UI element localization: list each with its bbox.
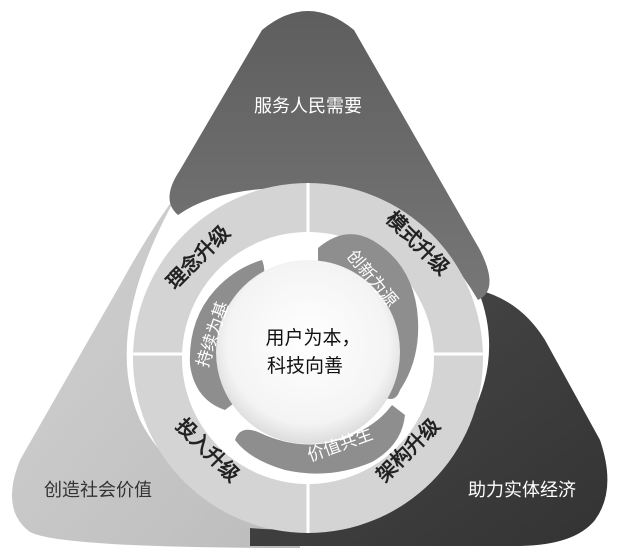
inner-arc-bottom	[235, 405, 405, 474]
corner-label-bottom-left: 创造社会价值	[44, 480, 152, 501]
top-triangle-segment	[169, 11, 490, 300]
center-text-line1: 用户为本，	[265, 327, 360, 349]
corner-label-top: 服务人民需要	[254, 96, 362, 117]
right-triangle-segment	[250, 290, 608, 546]
left-triangle-segment	[12, 190, 300, 548]
center-circle	[216, 260, 400, 444]
center-text-line2: 科技向善	[267, 355, 343, 377]
corner-label-bottom-right: 助力实体经济	[468, 480, 576, 501]
